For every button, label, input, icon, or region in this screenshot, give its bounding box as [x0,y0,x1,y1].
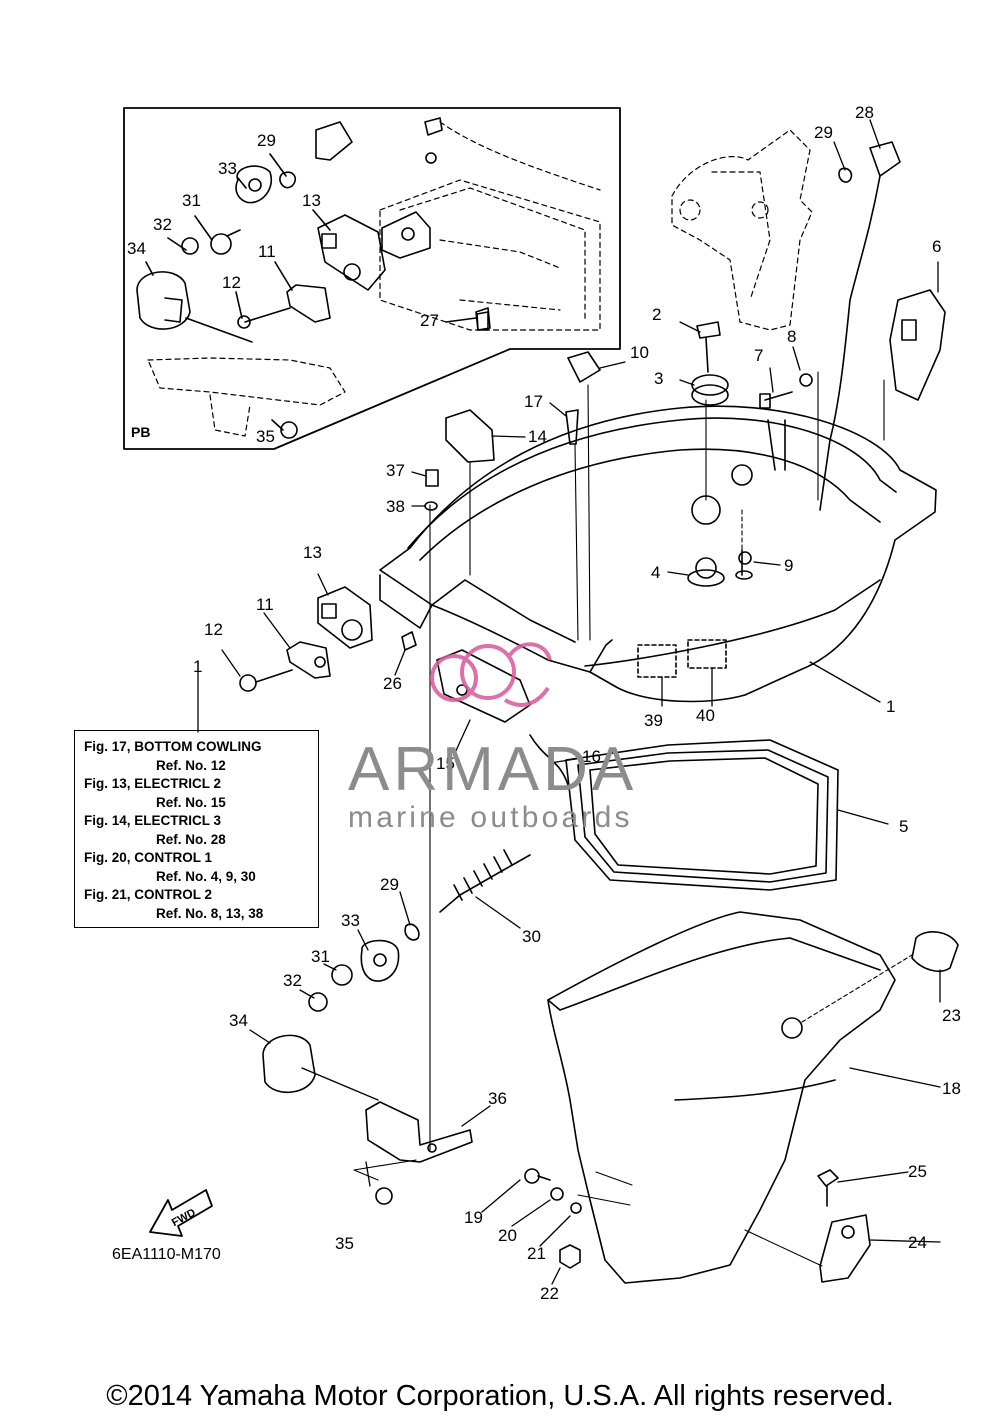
watermark-tagline: marine outboards [348,801,633,834]
callout-22: 22 [540,1284,559,1303]
watermark-name: ARMADA [348,735,638,804]
callout-14: 14 [528,427,547,446]
callout-11: 11 [256,595,274,614]
ref-no: Ref. No. 28 [156,831,226,847]
callout-13-inset: 13 [302,191,321,210]
callout-11-inset: 11 [258,242,276,261]
callout-12-inset: 12 [222,273,241,292]
ref-no: Ref. No. 15 [156,794,226,810]
callout-38: 38 [386,497,405,516]
callout-12: 12 [204,620,223,639]
ref-no: Ref. No. 8, 13, 38 [156,905,264,921]
ref-fig: Fig. 20, CONTROL 1 [84,850,213,865]
inset-label: PB [131,424,151,440]
callout-35-inset: 35 [256,427,275,446]
callout-36: 36 [488,1089,507,1108]
callout-35: 35 [335,1234,354,1253]
callout-17: 17 [524,392,543,411]
callout-15: 15 [436,754,455,773]
reference-box: Fig. 17, BOTTOM COWLING Ref. No. 12 Fig.… [74,730,319,928]
callout-30: 30 [522,927,541,946]
diagram-code: 6EA1110-M170 [112,1246,221,1263]
rubber-seal [565,739,839,891]
callout-34: 34 [229,1011,248,1030]
callout-21: 21 [527,1244,546,1263]
callout-6: 6 [932,237,942,256]
callout-40: 40 [696,706,715,725]
callout-18: 18 [942,1079,961,1098]
callout-28: 28 [855,103,874,122]
callout-4: 4 [651,563,661,582]
callout-13: 13 [303,543,322,562]
callout-29: 29 [380,875,399,894]
callout-37: 37 [386,461,405,480]
inset-box [123,107,621,450]
callout-29-inset: 29 [257,131,276,150]
leader-lines [197,119,941,1285]
callout-29-top: 29 [814,123,833,142]
callout-20: 20 [498,1226,517,1245]
fwd-arrow [149,1189,213,1237]
callout-1-left: 1 [193,657,203,676]
callout-19: 19 [464,1208,483,1227]
callout-5: 5 [899,817,909,836]
loose-parts [239,141,959,1283]
callout-34-inset: 34 [127,239,146,258]
armada-logo-icon [430,642,552,707]
callout-31: 31 [311,947,330,966]
callout-33-inset: 33 [218,159,237,178]
copyright-notice: ©2014 Yamaha Motor Corporation, U.S.A. A… [106,1380,894,1412]
callout-1-right: 1 [886,697,896,716]
fwd-label: FWD [170,1207,198,1229]
callout-27: 27 [420,311,439,330]
callout-8: 8 [787,327,797,346]
callout-3: 3 [654,369,664,388]
callout-33: 33 [341,911,360,930]
ref-no: Ref. No. 4, 9, 30 [156,868,256,884]
engine-block-outline [671,129,813,331]
callout-7: 7 [754,346,764,365]
callout-16: 16 [582,747,601,766]
callout-23: 23 [942,1006,961,1025]
callout-26: 26 [383,674,402,693]
callout-9: 9 [784,556,794,575]
callout-25: 25 [908,1162,927,1181]
callout-10: 10 [630,343,649,362]
apron [547,911,896,1284]
ref-fig: Fig. 21, CONTROL 2 [84,887,213,902]
callout-31-inset: 31 [182,191,201,210]
callout-32-inset: 32 [153,215,172,234]
callout-24: 24 [908,1233,927,1252]
ref-fig: Fig. 17, BOTTOM COWLING [84,739,262,754]
callout-32: 32 [283,971,302,990]
ref-fig: Fig. 14, ELECTRICL 3 [84,813,222,828]
callout-39: 39 [644,711,663,730]
callout-2: 2 [652,305,662,324]
ref-no: Ref. No. 12 [156,757,226,773]
ref-fig: Fig. 13, ELECTRICL 2 [84,776,222,791]
